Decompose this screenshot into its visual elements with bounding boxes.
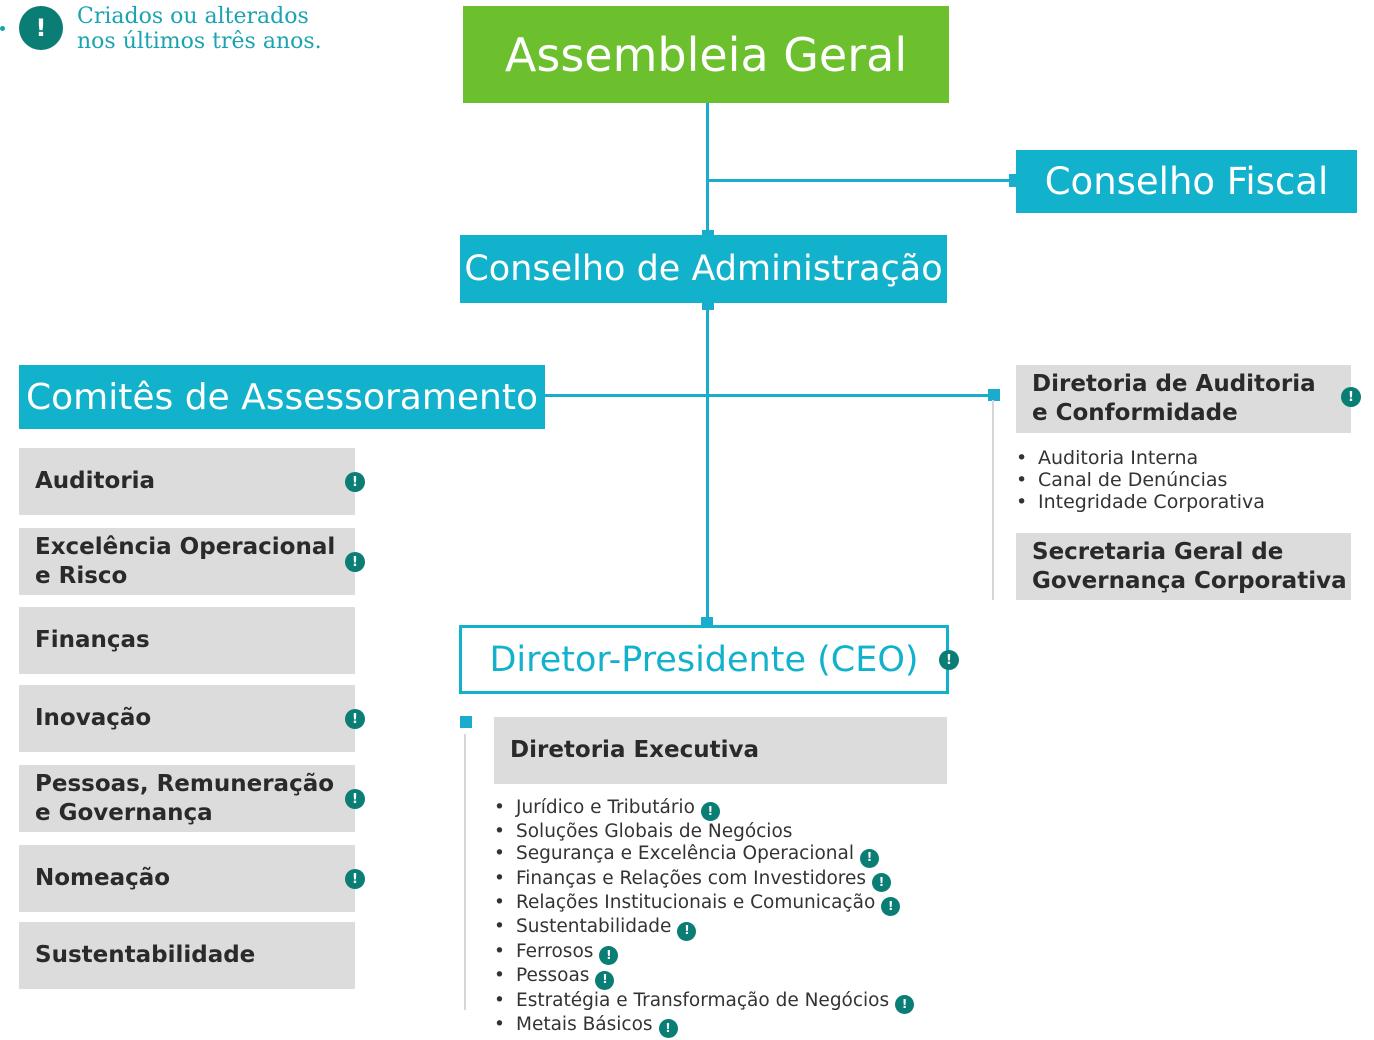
- list-item: Integridade Corporativa: [1016, 491, 1265, 513]
- connector-node: [702, 230, 714, 238]
- list-item-label: Soluções Globais de Negócios: [516, 821, 793, 843]
- exclamation-icon: !: [658, 1019, 678, 1039]
- list-item-label: Jurídico e Tributário: [516, 797, 695, 818]
- exclamation-icon: !: [881, 897, 901, 917]
- divider-line: [992, 400, 994, 600]
- exclamation-icon: !: [599, 946, 619, 966]
- comite-label-line2: e Risco: [35, 562, 128, 589]
- comite-item-excelencia: Excelência Operacional e Risco: [19, 528, 355, 595]
- comite-label: Nomeação: [35, 865, 171, 891]
- comite-label: Inovação: [35, 705, 152, 731]
- exclamation-icon: !: [345, 709, 365, 729]
- exclamation-icon: !: [1341, 387, 1361, 407]
- list-item: Pessoas!: [494, 965, 914, 990]
- exclamation-icon: !: [19, 6, 63, 50]
- diretoria-executiva-box: Diretoria Executiva: [494, 717, 947, 784]
- comite-label: Sustentabilidade: [35, 942, 256, 968]
- comite-label-line1: Excelência Operacional: [35, 533, 336, 560]
- connector-horizontal-main: [545, 394, 995, 397]
- list-item: Relações Institucionais e Comunicação!: [494, 891, 914, 917]
- list-item: Sustentabilidade!: [494, 916, 914, 941]
- assembleia-geral-label: Assembleia Geral: [504, 27, 908, 82]
- exclamation-icon: !: [872, 872, 892, 892]
- diretoria-executiva-list: Jurídico e Tributário! Soluções Globais …: [494, 797, 915, 1039]
- connector-node: [1009, 174, 1017, 187]
- diretoria-auditoria-line1: Diretoria de Auditoria: [1032, 371, 1316, 397]
- comite-item-pessoas: Pessoas, Remuneração e Governança: [19, 765, 355, 832]
- list-item: Jurídico e Tributário!: [494, 797, 914, 822]
- connector-node: [460, 716, 472, 728]
- comite-label-line2: e Governança: [35, 799, 213, 826]
- divider-line: [464, 734, 466, 1010]
- list-item-label: Segurança e Excelência Operacional: [516, 843, 855, 865]
- list-item-label: Pessoas: [516, 965, 590, 987]
- list-item-label: Finanças e Relações com Investidores: [516, 867, 867, 889]
- exclamation-icon: !: [895, 994, 915, 1014]
- list-item-label: Estratégia e Transformação de Negócios: [516, 989, 890, 1011]
- comite-item-nomeacao: Nomeação: [19, 845, 355, 912]
- exclamation-icon: !: [345, 789, 365, 809]
- exclamation-icon: !: [345, 869, 365, 889]
- legend-line-1: Criados ou alterados: [77, 4, 309, 29]
- legend-dot: [0, 26, 5, 31]
- list-item: Ferrosos!: [494, 940, 914, 966]
- assembleia-geral-box: Assembleia Geral: [463, 6, 949, 103]
- list-item-label: Ferrosos: [516, 940, 594, 962]
- comite-label: Finanças: [35, 627, 150, 653]
- list-item-label: Sustentabilidade: [516, 916, 672, 938]
- exclamation-icon: !: [345, 552, 365, 572]
- list-item-label: Metais Básicos: [516, 1013, 653, 1035]
- secretaria-line2: Governança Corporativa: [1032, 567, 1347, 594]
- diretoria-auditoria-box: Diretoria de Auditoria e Conformidade: [1016, 365, 1351, 433]
- diretoria-auditoria-line2: e Conformidade: [1032, 400, 1238, 426]
- diretoria-executiva-label: Diretoria Executiva: [510, 737, 760, 763]
- comite-item-sustentabilidade: Sustentabilidade: [19, 922, 355, 989]
- list-item: Canal de Denúncias: [1016, 469, 1265, 491]
- legend-line-2: nos últimos três anos.: [77, 29, 322, 54]
- exclamation-icon: !: [595, 970, 615, 990]
- comites-box: Comitês de Assessoramento: [19, 365, 545, 429]
- exclamation-icon: !: [700, 802, 720, 822]
- conselho-fiscal-box: Conselho Fiscal: [1016, 150, 1357, 213]
- comite-item-inovacao: Inovação: [19, 685, 355, 752]
- conselho-fiscal-label: Conselho Fiscal: [1044, 160, 1329, 203]
- secretaria-line1: Secretaria Geral de: [1032, 538, 1284, 565]
- comite-item-financas: Finanças: [19, 607, 355, 674]
- comite-label: Auditoria: [35, 468, 156, 494]
- conselho-administracao-box: Conselho de Administração: [460, 235, 947, 303]
- list-item: Segurança e Excelência Operacional!: [494, 843, 914, 868]
- list-item: Estratégia e Transformação de Negócios!: [494, 989, 915, 1014]
- legend: ! Criados ou alterados nos últimos três …: [0, 0, 360, 60]
- comites-label: Comitês de Assessoramento: [26, 376, 538, 418]
- exclamation-icon: !: [939, 650, 959, 670]
- secretaria-geral-box: Secretaria Geral de Governança Corporati…: [1016, 533, 1351, 600]
- ceo-label: Diretor-Presidente (CEO): [489, 639, 919, 680]
- connector-fiscal: [706, 179, 1016, 182]
- exclamation-icon: !: [345, 472, 365, 492]
- connector-node: [988, 389, 1000, 401]
- exclamation-icon: !: [677, 921, 697, 941]
- conselho-administracao-label: Conselho de Administração: [464, 249, 943, 289]
- ceo-box: Diretor-Presidente (CEO): [459, 625, 949, 694]
- comite-item-auditoria: Auditoria: [19, 448, 355, 515]
- exclamation-icon: !: [860, 848, 880, 868]
- connector-assembleia-conselho: [706, 103, 709, 237]
- connector-conselho-ceo: [706, 303, 709, 625]
- list-item: Soluções Globais de Negócios: [494, 821, 914, 843]
- list-item: Auditoria Interna: [1016, 447, 1265, 469]
- legend-text: Criados ou alterados nos últimos três an…: [77, 4, 322, 54]
- list-item-label: Relações Institucionais e Comunicação: [516, 891, 876, 913]
- auditoria-list: Auditoria Interna Canal de Denúncias Int…: [1016, 447, 1265, 513]
- list-item: Finanças e Relações com Investidores!: [494, 868, 914, 892]
- list-item: Metais Básicos!: [494, 1013, 914, 1039]
- comite-label-line1: Pessoas, Remuneração: [35, 770, 335, 797]
